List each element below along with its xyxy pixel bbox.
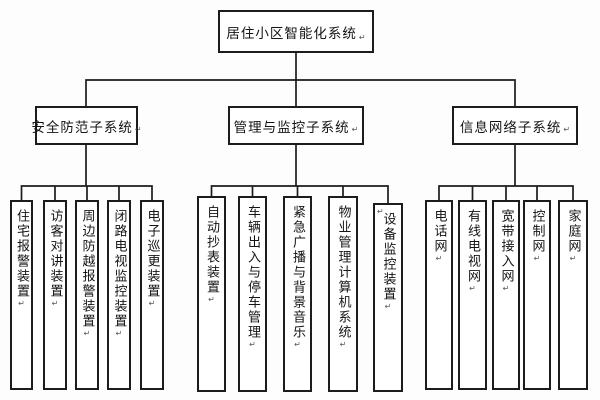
return-mark: ↵: [338, 340, 348, 351]
return-mark: ↵: [351, 125, 359, 134]
return-mark: ↵: [468, 284, 477, 295]
node-management-monitoring-subsystem: 管理与监控子系统↵: [228, 106, 364, 145]
leaf-label: 电话网: [431, 209, 447, 254]
leaf-label: 有线电视网: [465, 209, 480, 284]
leaf-text: 访客对讲装置↵: [47, 209, 63, 310]
leaf-label: 住宅报警装置: [14, 209, 29, 299]
node-control-network: 控制网↵: [523, 200, 551, 390]
leaf-label: 闭路电视监控装置: [111, 209, 127, 329]
node-property-management-computer-system: 物业管理计算机系统↵: [328, 196, 358, 392]
leaf-label: 车辆出入与停车管理: [245, 205, 260, 340]
leaf-label: 宽带接入网: [498, 209, 514, 284]
leaf-label: 控制网: [529, 209, 545, 254]
leaf-text: 家庭网↵: [565, 209, 581, 265]
node-vehicle-parking-management: 车辆出入与停车管理↵: [238, 196, 267, 392]
leaf-text: 自动抄表装置↵: [204, 205, 219, 306]
management-subsystem-label: 管理与监控子系统: [233, 119, 350, 136]
node-broadband-access-network: 宽带接入网↵: [492, 200, 520, 390]
leaf-label: 周边防越报警装置: [79, 209, 95, 329]
return-mark: ↵: [358, 33, 366, 42]
leaf-label: 物业管理计算机系统: [335, 205, 351, 340]
leaf-text: 控制网↵: [529, 209, 545, 265]
level1-connectors: [85, 52, 516, 108]
node-electronic-patrol-device: 电子巡更装置↵: [140, 200, 164, 390]
return-mark: ↵: [563, 125, 571, 134]
security-group-connectors: [20, 144, 153, 202]
node-emergency-broadcast-bgm: 紧急广播与背景音乐↵: [283, 196, 312, 392]
node-info-network-subsystem: 信息网络子系统↵: [452, 106, 578, 145]
node-equipment-monitoring-device: ↵ 设备监控装置↵: [373, 203, 403, 392]
node-perimeter-alarm-device: 周边防越报警装置↵: [75, 200, 99, 390]
leaf-text: 闭路电视监控装置↵: [111, 209, 127, 340]
leaf-label: 自动抄表装置: [204, 205, 219, 295]
leaf-label: 访客对讲装置: [47, 209, 63, 299]
leaf-text: 设备监控装置↵: [380, 212, 396, 313]
node-visitor-intercom-device: 访客对讲装置↵: [43, 200, 67, 390]
leaf-text: 电子巡更装置↵: [144, 209, 160, 310]
return-mark: ↵: [501, 284, 511, 295]
leaf-text: 周边防越报警装置↵: [79, 209, 95, 340]
leaf-text: 有线电视网↵: [465, 209, 480, 295]
return-mark: ↵: [17, 299, 26, 310]
leaf-text: 电话网↵: [431, 209, 447, 265]
management-group-connectors: [210, 144, 389, 205]
leaf-text: 紧急广播与背景音乐↵: [290, 205, 305, 351]
network-subsystem-label: 信息网络子系统: [459, 119, 562, 136]
network-group-connectors: [438, 144, 574, 202]
node-cctv-monitoring-device: 闭路电视监控装置↵: [107, 200, 131, 390]
security-subsystem-label: 安全防范子系统: [31, 119, 133, 136]
node-cable-tv-network: 有线电视网↵: [458, 200, 487, 390]
return-mark: ↵: [147, 299, 157, 310]
return-mark: ↵: [50, 299, 60, 310]
return-mark: ↵: [434, 254, 444, 265]
leaf-label: 家庭网: [565, 209, 581, 254]
node-telephone-network: 电话网↵: [425, 200, 453, 390]
node-security-subsystem: 安全防范子系统↵: [31, 106, 142, 145]
return-mark: ↵: [82, 329, 92, 340]
return-mark: ↵: [568, 254, 578, 265]
return-mark: ↵: [293, 340, 302, 351]
return-mark: ↵: [532, 254, 542, 265]
leaf-text: 宽带接入网↵: [498, 209, 514, 295]
node-root-system: 居住小区智能化系统↵: [218, 10, 374, 53]
leaf-label: 电子巡更装置: [144, 209, 160, 299]
return-mark: ↵: [248, 340, 257, 351]
return-mark: ↵: [383, 302, 393, 313]
node-auto-meter-reading-device: 自动抄表装置↵: [197, 196, 226, 392]
node-residential-alarm-device: 住宅报警装置↵: [10, 200, 33, 390]
leaf-label: 设备监控装置: [380, 212, 396, 302]
leaf-text: 车辆出入与停车管理↵: [245, 205, 260, 351]
return-mark: ↵: [134, 125, 142, 134]
stray-return-mark: ↵: [377, 207, 384, 216]
node-home-network: 家庭网↵: [558, 200, 588, 390]
root-label: 居住小区智能化系统: [226, 25, 357, 42]
return-mark: ↵: [114, 329, 124, 340]
return-mark: ↵: [207, 295, 216, 306]
leaf-text: 住宅报警装置↵: [14, 209, 29, 310]
leaf-text: 物业管理计算机系统↵: [335, 205, 351, 351]
leaf-label: 紧急广播与背景音乐: [290, 205, 305, 340]
